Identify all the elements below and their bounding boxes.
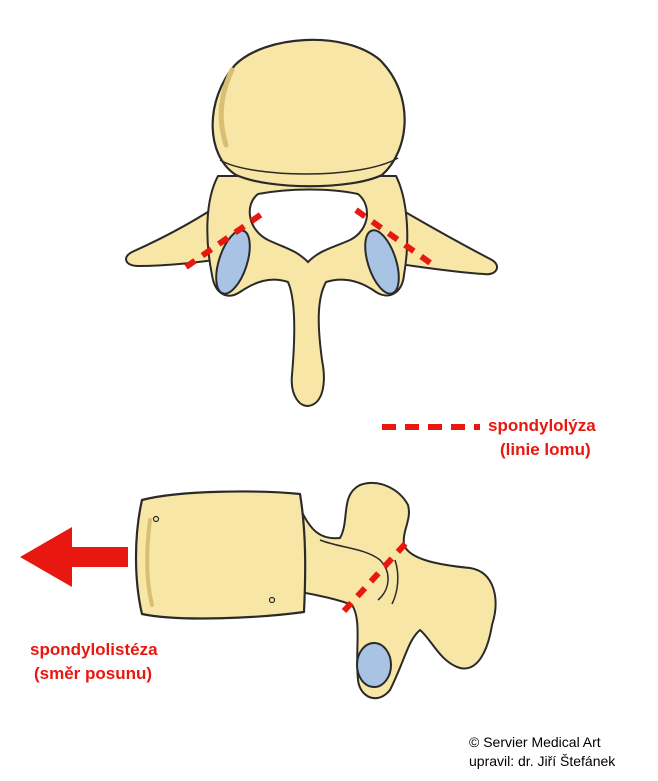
right-facet-joint <box>364 229 400 295</box>
articular-notch <box>319 539 389 601</box>
vertebral-body-shading <box>218 67 235 148</box>
credit-line-2: upravil: dr. Jiří Štefánek <box>469 753 616 769</box>
nutrient-foramen-2 <box>268 596 276 604</box>
posterior-elements <box>299 482 497 700</box>
nutrient-foramen-1 <box>152 515 160 523</box>
lateral-vertebral-body <box>134 490 307 620</box>
vertebral-body <box>211 38 406 188</box>
lateral-facet-joint <box>356 642 392 688</box>
arrow-label-title: spondylolistéza <box>30 640 158 659</box>
left-fracture-line <box>184 208 268 270</box>
pars-contour <box>391 559 399 605</box>
legend-title: spondylolýza <box>488 416 596 435</box>
credit-line-1: © Servier Medical Art <box>469 734 601 750</box>
arrow-label-subtitle: (směr posunu) <box>34 664 153 683</box>
right-fracture-line <box>354 207 438 270</box>
spinal-canal <box>248 188 369 264</box>
vertebra-lateral-view <box>134 482 497 700</box>
lateral-fracture-line <box>341 540 409 614</box>
slip-direction-arrow <box>20 527 128 587</box>
legend-subtitle: (linie lomu) <box>500 440 591 459</box>
vertebral-body-rim <box>219 157 399 175</box>
lateral-body-shading <box>145 518 154 607</box>
right-transverse-process <box>377 195 499 276</box>
vertebra-axial-view <box>125 38 499 407</box>
